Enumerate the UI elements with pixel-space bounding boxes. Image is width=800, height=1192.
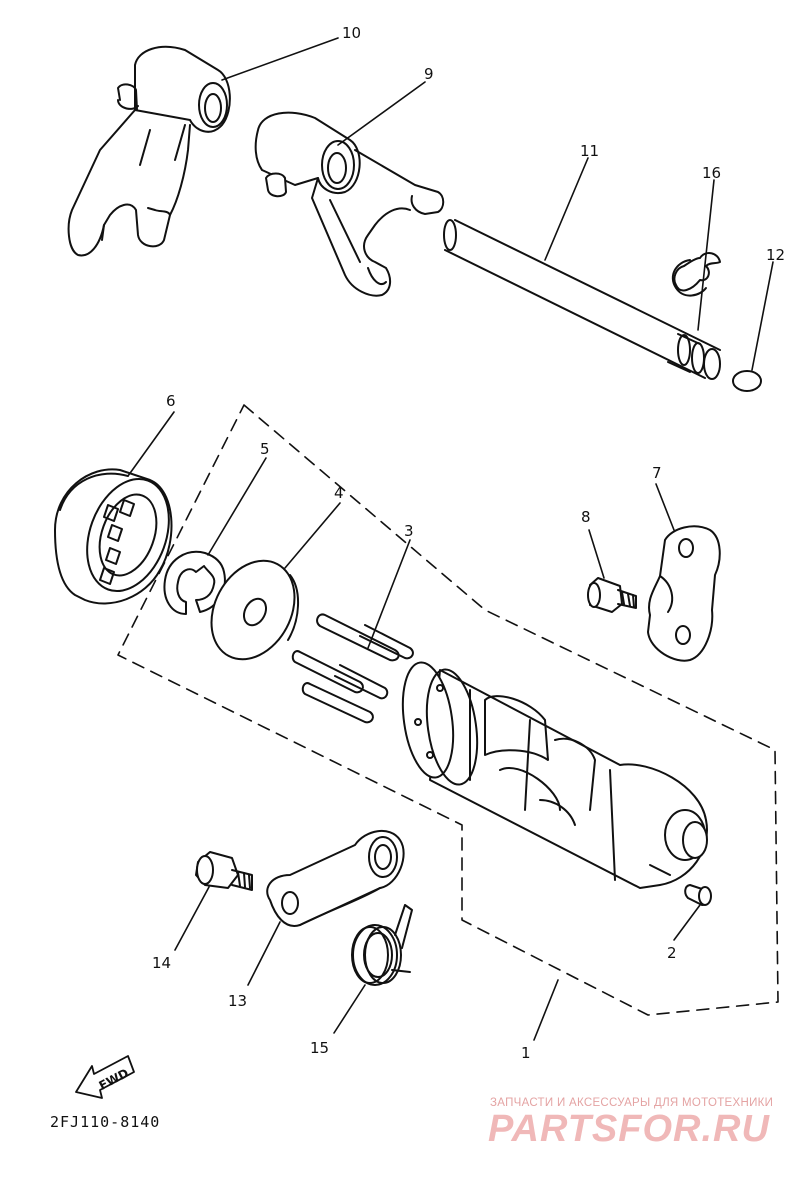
part-number-4: 4	[334, 484, 344, 502]
part-number-14: 14	[152, 954, 171, 972]
part-number-15: 15	[310, 1039, 329, 1057]
watermark-tagline: ЗАПЧАСТИ И АКСЕССУАРЫ ДЛЯ МОТОТЕХНИКИ	[490, 1097, 774, 1109]
shift-fork-shaft-11	[443, 219, 721, 380]
part-number-6: 6	[166, 392, 176, 410]
bearing-6	[54, 468, 173, 605]
watermark-brand: PARTSFOR.RU	[488, 1108, 770, 1150]
shift-drum-1	[401, 661, 708, 889]
part-number-10: 10	[342, 24, 361, 42]
leader-lines	[127, 37, 774, 1041]
part-number-16: 16	[702, 164, 721, 182]
pin-2	[684, 884, 712, 906]
part-number-1: 1	[521, 1044, 531, 1062]
stopper-plate-7	[647, 525, 721, 662]
part-number-11: 11	[580, 142, 599, 160]
shift-fork-10	[67, 45, 231, 257]
part-number-13: 13	[228, 992, 247, 1010]
bolt-8	[587, 577, 637, 613]
o-ring-12	[732, 370, 762, 392]
washer-4	[210, 559, 300, 661]
diagram-code: 2FJ110-8140	[50, 1113, 161, 1131]
bolt-14	[195, 851, 253, 891]
part-number-3: 3	[404, 522, 414, 540]
part-number-7: 7	[652, 464, 662, 482]
part-number-5: 5	[260, 440, 270, 458]
part-number-2: 2	[667, 944, 677, 962]
part-number-8: 8	[581, 508, 591, 526]
torsion-spring-15	[351, 904, 413, 986]
forward-direction-arrow: FWD	[75, 1055, 135, 1099]
part-number-9: 9	[424, 65, 434, 83]
part-number-12: 12	[766, 246, 785, 264]
circlip-16	[671, 252, 721, 297]
assembly-boundary-dashed	[117, 404, 779, 1016]
dowel-pins-3	[291, 613, 414, 724]
shift-fork-9	[254, 111, 445, 297]
segment-lever-13	[266, 830, 405, 927]
